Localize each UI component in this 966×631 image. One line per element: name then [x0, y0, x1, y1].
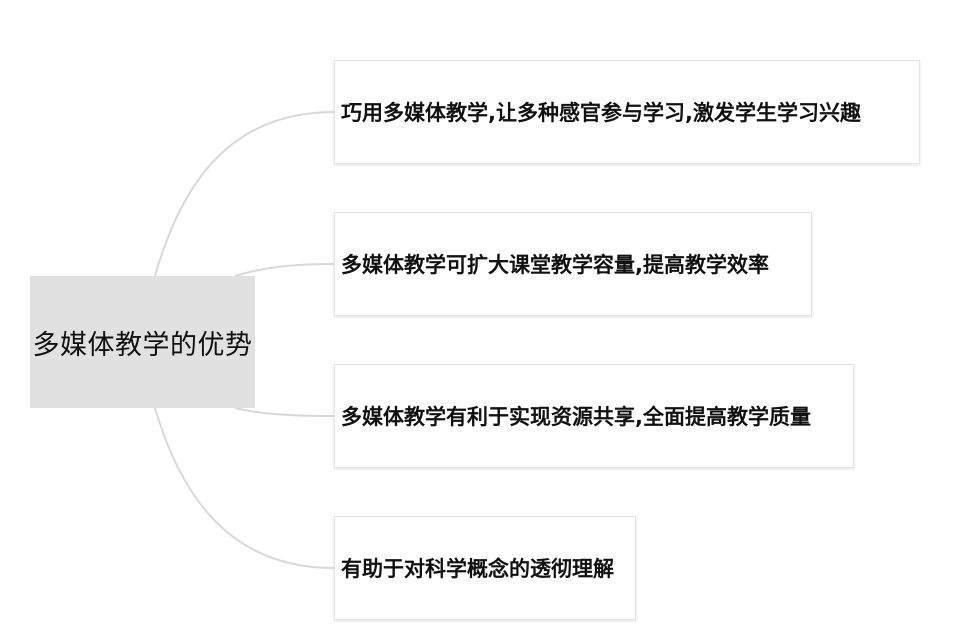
- branch-topic-2[interactable]: 多媒体教学可扩大课堂教学容量,提高教学效率: [334, 212, 812, 316]
- branch-topic-4[interactable]: 有助于对科学概念的透彻理解: [334, 516, 636, 620]
- branch-topic-label: 多媒体教学可扩大课堂教学容量,提高教学效率: [341, 253, 769, 277]
- connector-branch-3: [234, 407, 335, 417]
- branch-topic-label: 多媒体教学有利于实现资源共享,全面提高教学质量: [341, 405, 811, 429]
- root-topic[interactable]: 多媒体教学的优势: [30, 276, 255, 408]
- connector-branch-2: [234, 263, 335, 277]
- connector-branch-4: [154, 407, 335, 569]
- branch-topic-label: 巧用多媒体教学,让多种感官参与学习,激发学生学习兴趣: [341, 101, 861, 125]
- root-topic-label: 多媒体教学的优势: [32, 329, 253, 361]
- branch-topic-3[interactable]: 多媒体教学有利于实现资源共享,全面提高教学质量: [334, 364, 854, 468]
- branch-topic-label: 有助于对科学概念的透彻理解: [341, 557, 614, 581]
- branch-topic-1[interactable]: 巧用多媒体教学,让多种感官参与学习,激发学生学习兴趣: [334, 60, 920, 164]
- connector-branch-1: [154, 111, 335, 277]
